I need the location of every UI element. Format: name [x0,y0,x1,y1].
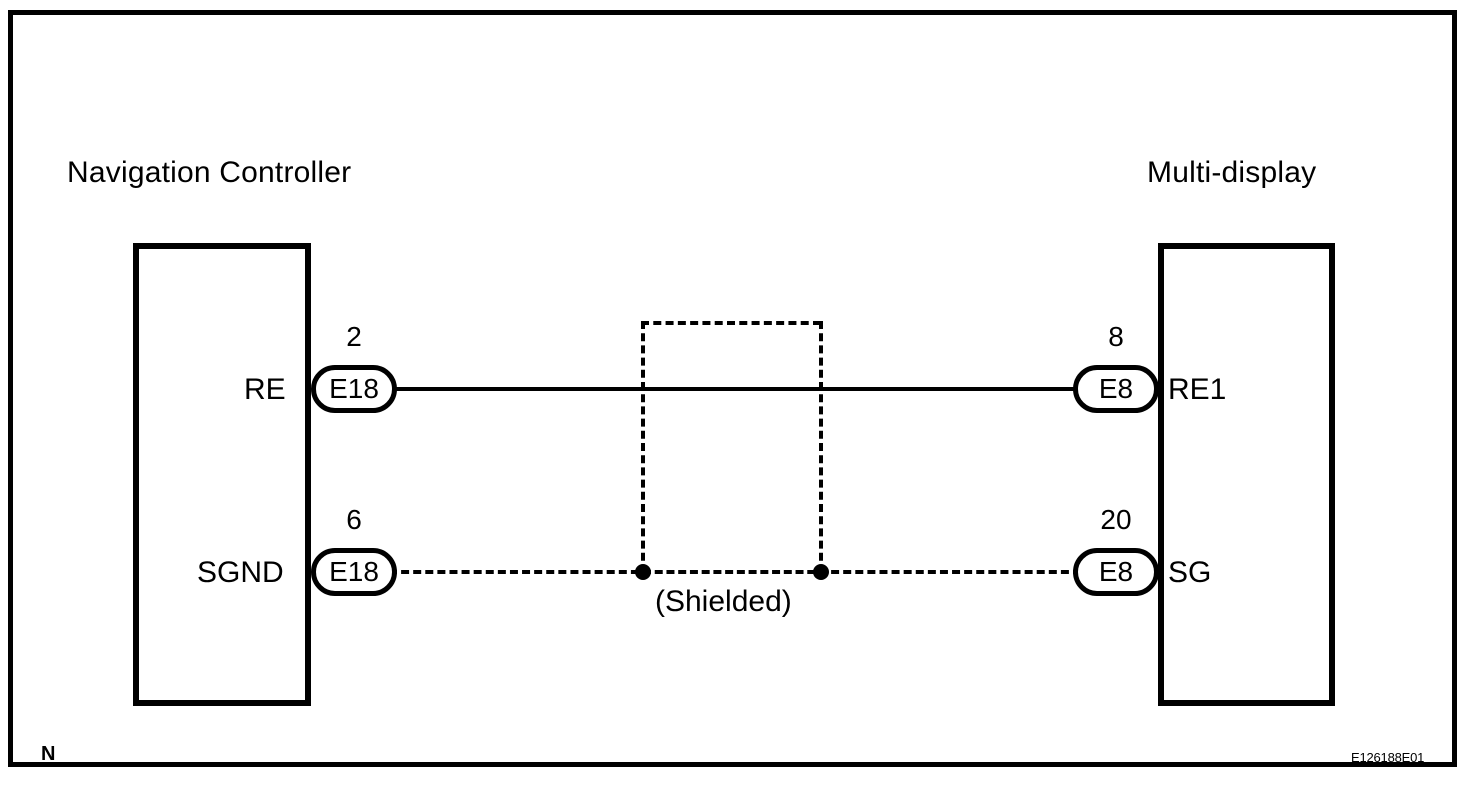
wire-sgnd-dashed-left [389,570,651,574]
wire-sgnd-dashed-middle [643,570,827,574]
device-title-multi-display: Multi-display [1147,156,1317,189]
wire-sgnd-dashed-right [819,570,1081,574]
pin-number-sg: 20 [1100,504,1132,535]
shielded-caption: (Shielded) [655,585,792,618]
pin-number-re1: 8 [1108,321,1124,352]
connector-e18-sgnd: E18 [311,548,397,596]
connector-e8-re1: E8 [1073,365,1159,413]
diagram-frame: Navigation Controller Multi-display (Shi… [8,10,1457,767]
shield-box-left-side [641,321,645,573]
pin-number-re: 2 [346,321,362,352]
junction-dot-right [813,564,829,580]
terminal-label-re1: RE1 [1168,373,1227,406]
terminal-label-sgnd: SGND [197,556,284,589]
terminal-label-re: RE [244,373,286,406]
connector-e18-re: E18 [311,365,397,413]
corner-marker-n: N [41,743,56,765]
device-title-navigation-controller: Navigation Controller [67,156,352,189]
connector-e8-sg: E8 [1073,548,1159,596]
junction-dot-left [635,564,651,580]
diagram-code: E126188E01 [1351,750,1425,765]
terminal-label-sg: SG [1168,556,1212,589]
wire-re-solid [389,387,1081,391]
shield-box-top [641,321,821,325]
component-box-multi-display [1158,243,1335,706]
shield-box-right-side [819,321,823,573]
pin-number-sgnd: 6 [346,504,362,535]
component-box-navigation-controller [133,243,311,706]
